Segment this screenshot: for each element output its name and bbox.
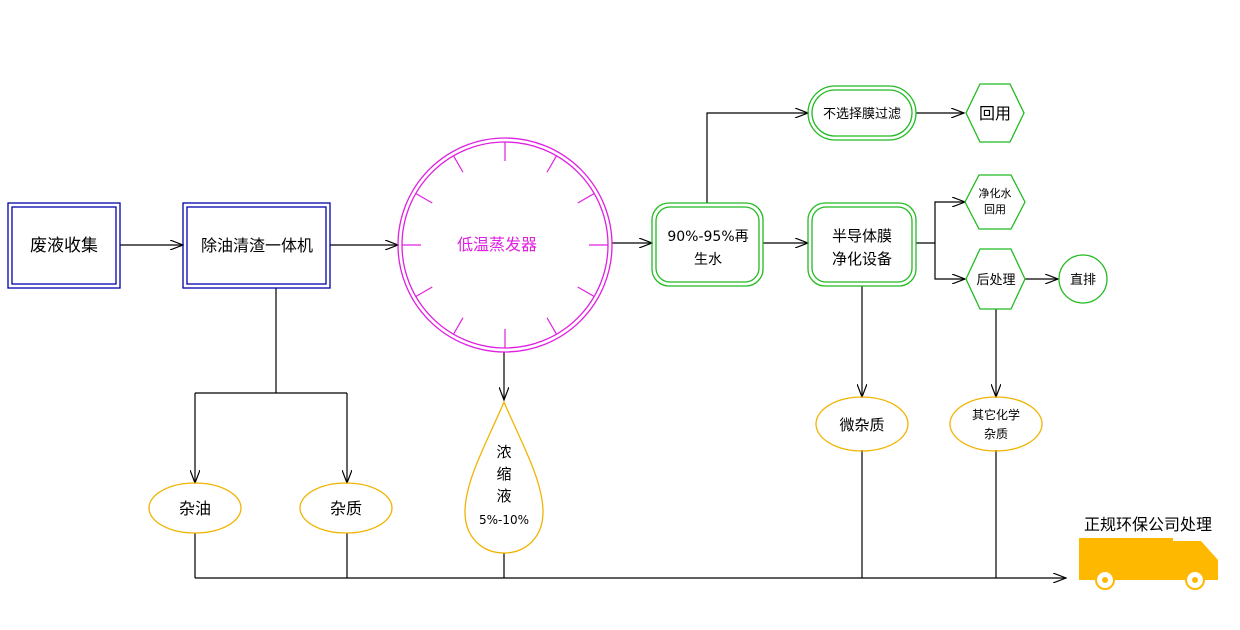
oil-remover-label: 除油清渣一体机	[201, 236, 313, 255]
evaporator-ticks	[402, 142, 608, 348]
collect-label: 废液收集	[30, 236, 98, 256]
evaporator-label: 低温蒸发器	[457, 235, 537, 254]
node-other-chem: 其它化学 杂质	[949, 396, 1043, 452]
node-concentrate: 浓 缩 液 5%-10%	[464, 400, 544, 554]
evaporator-tick	[546, 317, 558, 335]
node-micro-impurity: 微杂质	[815, 396, 909, 452]
arrow-to-post-treatment	[934, 243, 965, 279]
purified-reuse-line2: 回用	[984, 203, 1006, 216]
truck-icon	[1079, 538, 1218, 590]
discharge-label: 直排	[1070, 273, 1096, 288]
evaporator-tick	[546, 155, 558, 173]
evaporator-tick	[577, 286, 595, 298]
node-oil: 杂油	[148, 482, 242, 534]
connectors	[120, 113, 1066, 578]
node-impurity: 杂质	[299, 482, 393, 534]
evaporator-tick	[452, 317, 464, 335]
concentrate-line3: 液	[496, 487, 511, 505]
evaporator-tick	[415, 286, 433, 298]
unselective-filter-label: 不选择膜过滤	[823, 107, 901, 122]
other-chem-line1: 其它化学	[972, 407, 1020, 422]
node-reuse: 回用	[965, 83, 1025, 143]
arrow-recycled-to-unselective-filter	[706, 113, 808, 203]
node-discharge: 直排	[1058, 254, 1108, 304]
recycled-water-line2: 生水	[694, 252, 722, 268]
node-collect: 废液收集	[7, 202, 121, 289]
node-evaporator: 低温蒸发器	[397, 137, 613, 353]
node-unselective-filter: 不选择膜过滤	[807, 85, 917, 141]
recycled-water-line1: 90%-95%再	[667, 229, 748, 245]
concentrate-line1: 浓	[496, 443, 511, 461]
concentrate-line4: 5%-10%	[479, 513, 529, 527]
node-purified-reuse: 净化水 回用	[964, 174, 1026, 230]
purified-reuse-line1: 净化水	[979, 186, 1012, 200]
micro-impurity-label: 微杂质	[839, 416, 884, 434]
impurity-label: 杂质	[330, 499, 362, 518]
other-chem-line2: 杂质	[984, 427, 1008, 441]
semi-membrane-line2: 净化设备	[832, 250, 892, 268]
evaporator-tick	[415, 192, 433, 204]
reuse-label: 回用	[979, 104, 1011, 123]
truck: 正规环保公司处理	[1079, 515, 1218, 590]
truck-label: 正规环保公司处理	[1084, 515, 1212, 534]
node-semi-membrane: 半导体膜 净化设备	[807, 202, 917, 287]
post-treatment-label: 后处理	[976, 273, 1015, 288]
evaporator-tick	[452, 155, 464, 173]
node-oil-remover: 除油清渣一体机	[182, 202, 331, 289]
arrow-to-purified-reuse	[934, 202, 965, 243]
concentrate-line2: 缩	[496, 465, 511, 483]
oil-label: 杂油	[179, 499, 211, 518]
evaporator-tick	[577, 192, 595, 204]
semi-membrane-line1: 半导体膜	[832, 227, 892, 245]
node-recycled-water: 90%-95%再 生水	[651, 202, 764, 287]
node-post-treatment: 后处理	[965, 248, 1026, 310]
